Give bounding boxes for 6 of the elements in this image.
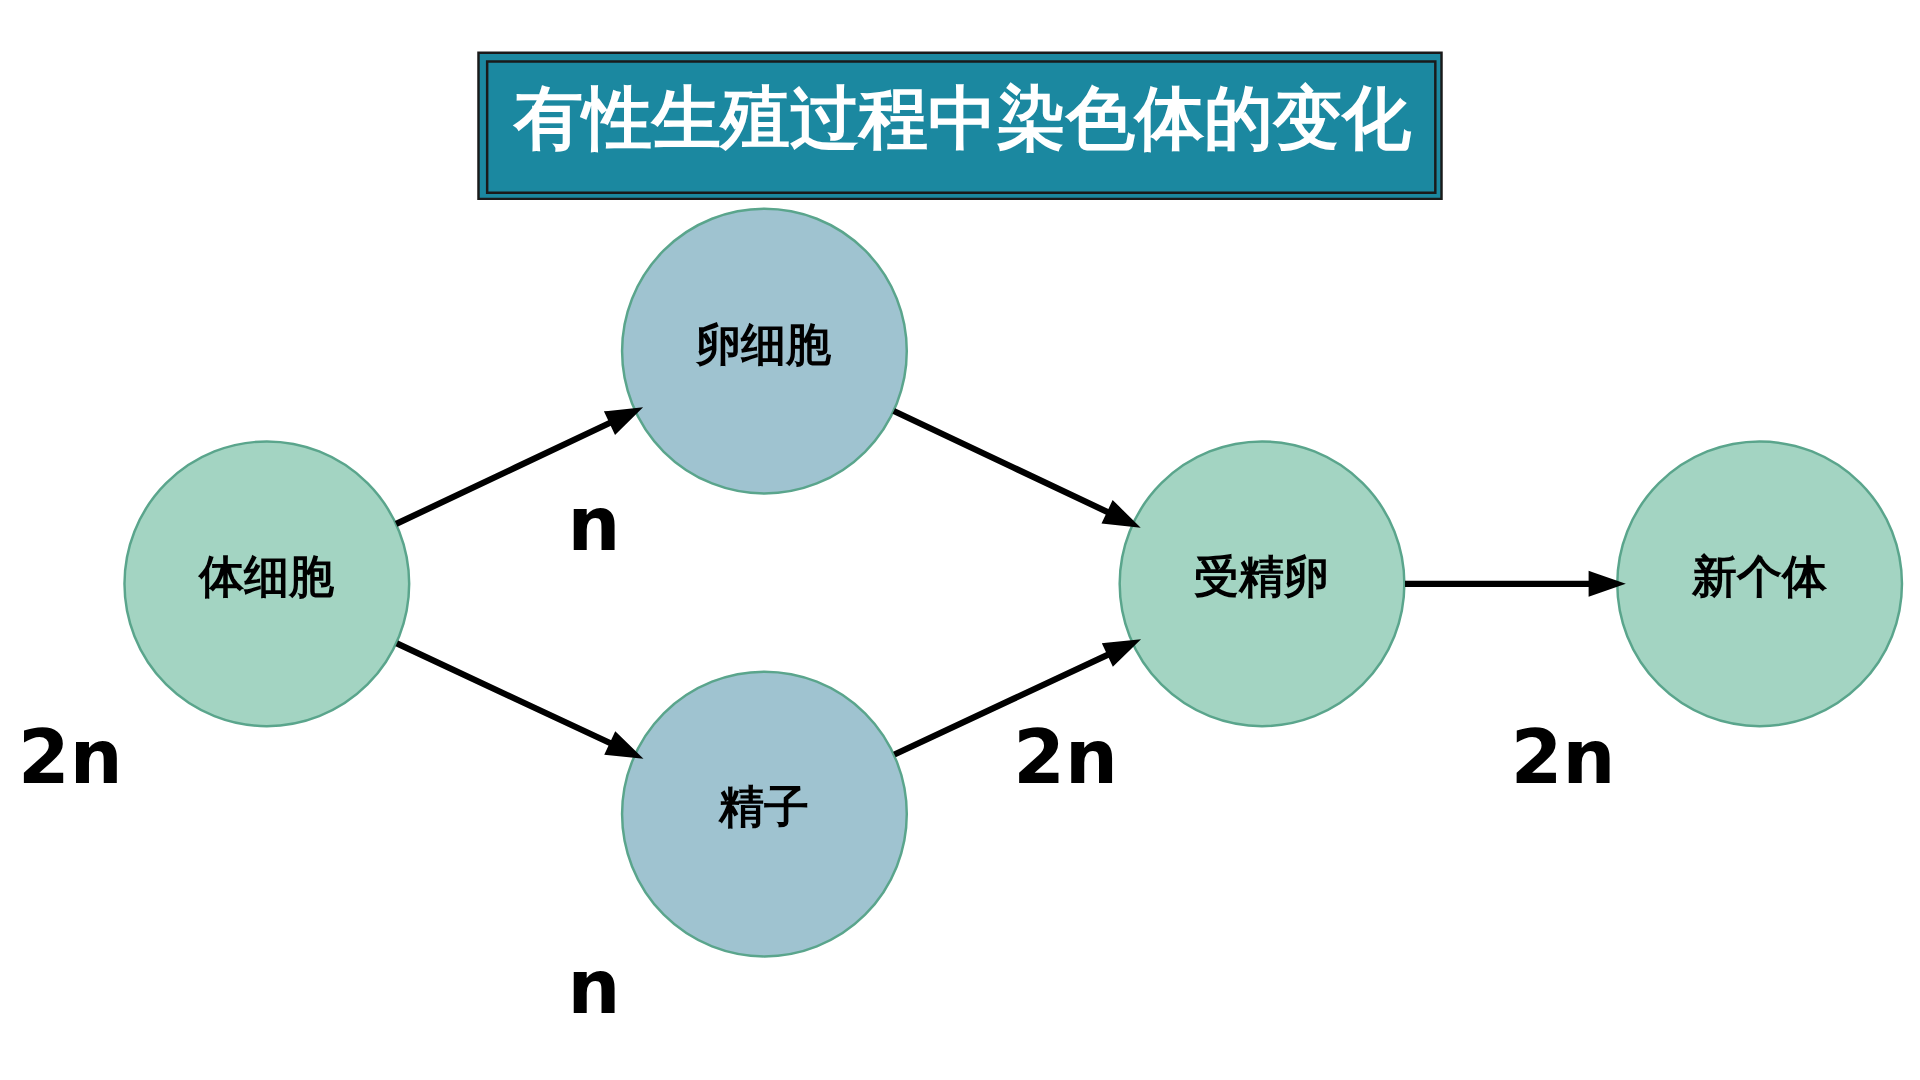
- node-label: n: [567, 943, 621, 1031]
- node-label: 2n: [1013, 713, 1118, 801]
- diagram-title: 有性生殖过程中染色体的变化: [514, 77, 1412, 158]
- node-label: 2n: [1510, 713, 1616, 801]
- node-label: 2n: [18, 713, 123, 801]
- node-label: n: [567, 480, 621, 568]
